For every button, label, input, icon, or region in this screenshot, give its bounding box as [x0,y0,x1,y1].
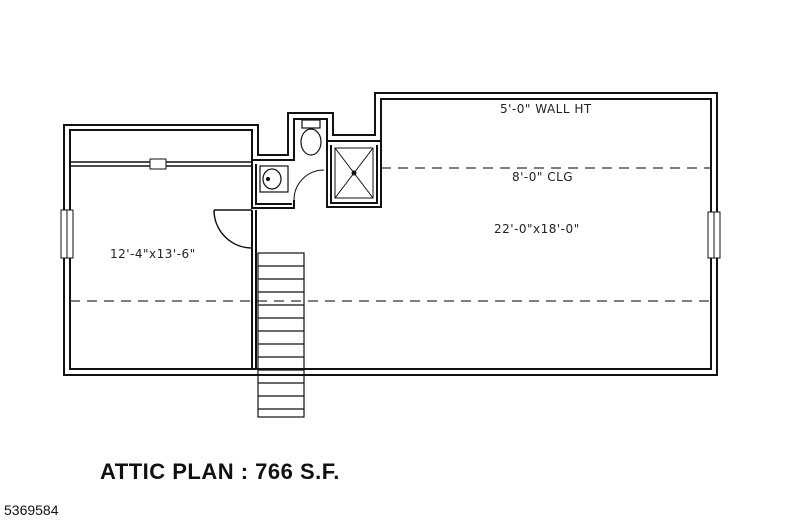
large-room-dimensions: 22'-0"x18'-0" [494,222,580,236]
shower-wall [326,141,382,208]
toilet-fixture [300,119,322,156]
outer-wall [63,92,718,376]
shower-fixture [334,147,374,199]
inner-wall [69,98,712,370]
window-top-a [149,158,167,170]
bath-door-swing [293,169,325,201]
ceiling-height-label: 8'-0" CLG [512,170,573,184]
sink-fixture [259,165,289,193]
plan-caption: ATTIC PLAN : 766 S.F. [100,459,340,484]
door-swing-arc [213,209,253,249]
small-room-dimensions: 12'-4"x13'-6" [110,247,196,261]
wall-height-label: 5'-0" WALL HT [500,102,592,116]
staircase [257,252,305,418]
listing-id: 5369584 [4,502,59,518]
bathroom-wall [251,160,295,209]
